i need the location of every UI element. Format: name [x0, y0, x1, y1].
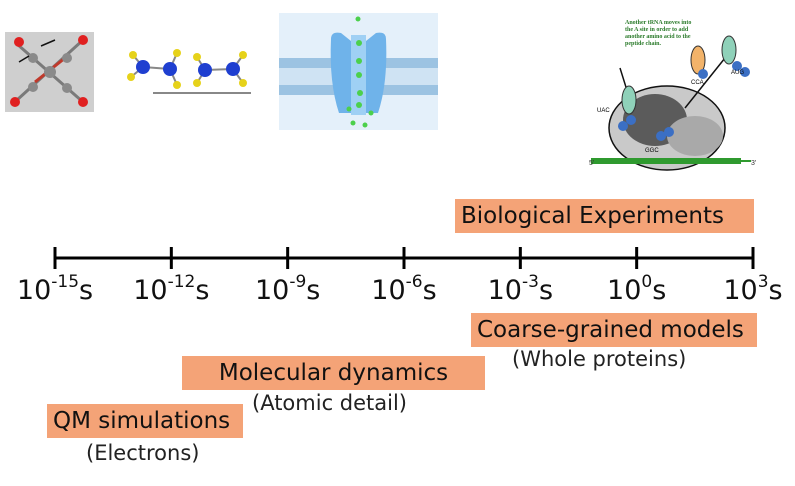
svg-text:5': 5' [589, 160, 594, 167]
codon-label: GGC [645, 148, 659, 154]
band-molecular-dynamics: Molecular dynamics [182, 356, 485, 390]
codon-label: UAC [597, 108, 610, 114]
timeline-axis [53, 247, 755, 269]
tick-label: 103s [723, 272, 783, 306]
band-coarse-grained: Coarse-grained models [471, 313, 757, 347]
band-biological-experiments: Biological Experiments [455, 199, 754, 233]
membrane-channel-image [279, 13, 438, 130]
codon-label: AUG [731, 70, 745, 76]
codon-label: CCA [691, 80, 704, 86]
atomic-molecule-image [125, 45, 255, 97]
tick-label: 10-6s [371, 272, 437, 306]
tick-label: 100s [607, 272, 667, 306]
tick-label: 10-12s [133, 272, 210, 306]
band-qm-simulations: QM simulations [47, 404, 243, 438]
qm-molecule-image [5, 32, 94, 112]
ribosome-caption: Another tRNA moves into the A site in or… [625, 20, 692, 47]
ribosome-image: 5' 3' Another tRNA moves into the A site… [585, 8, 775, 178]
qm-simulations-sub: (Electrons) [86, 441, 200, 465]
tick-label: 10-15s [16, 272, 94, 306]
molecular-dynamics-sub: (Atomic detail) [252, 391, 407, 415]
tick-label: 10-3s [487, 272, 554, 306]
coarse-grained-sub: (Whole proteins) [512, 347, 687, 371]
tick-label: 10-9s [254, 272, 321, 306]
svg-text:3': 3' [751, 160, 756, 167]
